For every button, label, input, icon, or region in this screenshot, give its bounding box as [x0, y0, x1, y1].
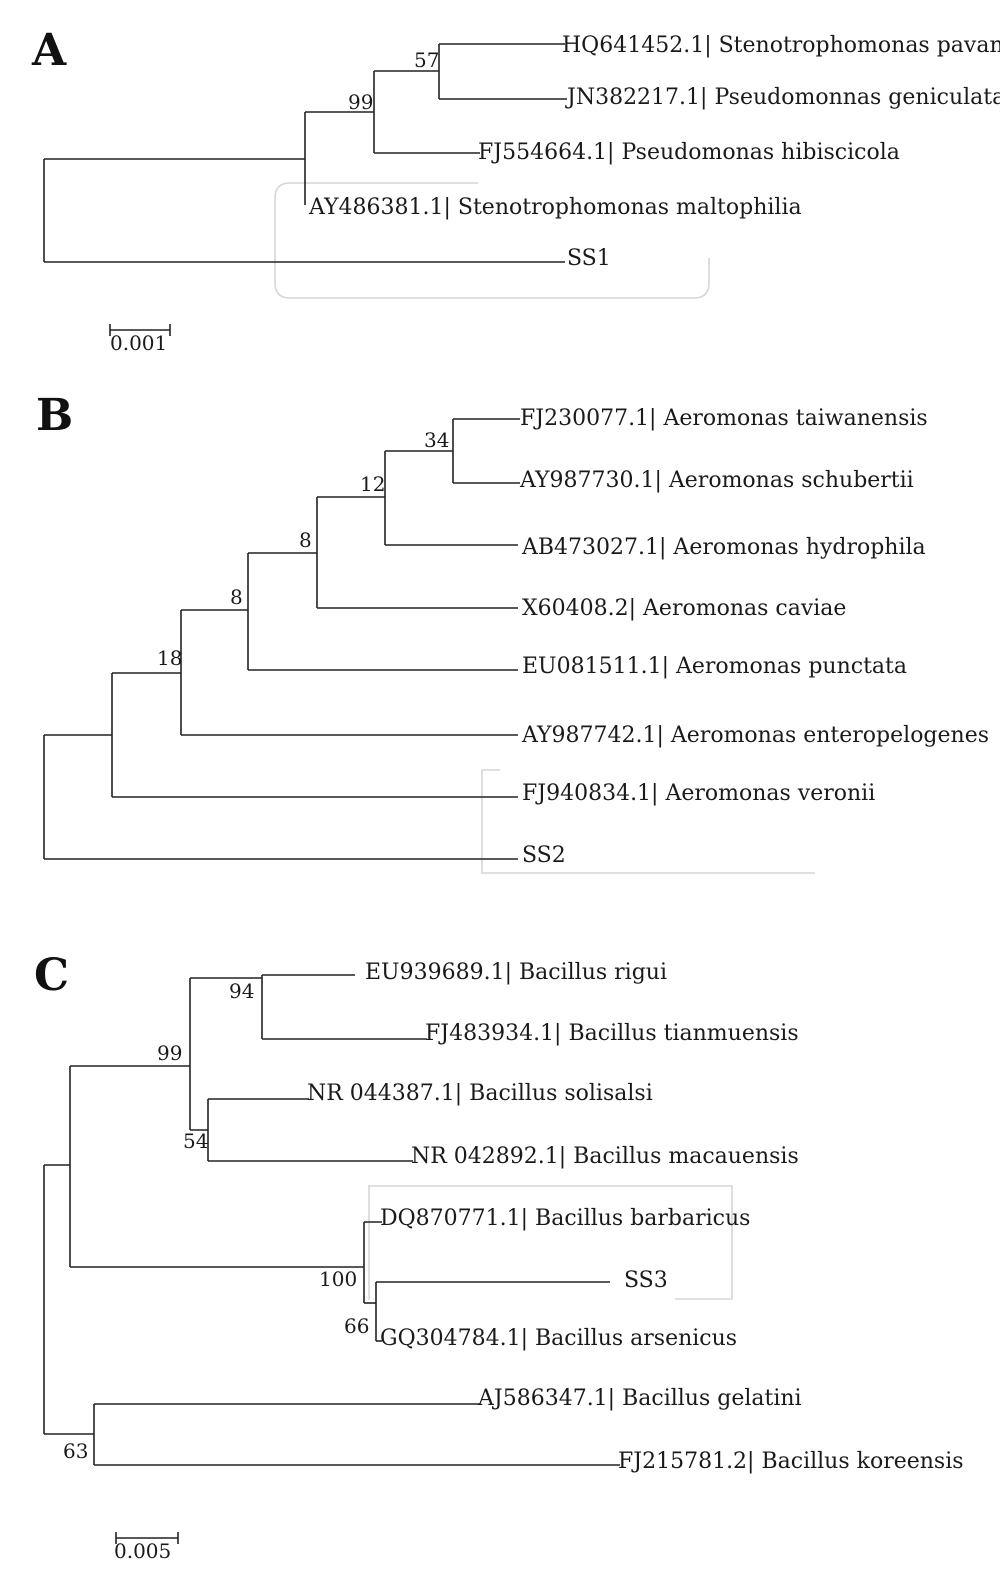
panel-b-highlight-box	[481, 769, 815, 874]
taxon-label: AY486381.1| Stenotrophomonas maltophilia	[308, 195, 802, 220]
bootstrap-value: 99	[157, 1041, 182, 1065]
taxon-label: EU081511.1| Aeromonas punctata	[522, 654, 907, 679]
panel-c-highlight-box	[368, 1185, 733, 1300]
bootstrap-value: 18	[157, 646, 182, 670]
taxon-label: NR 044387.1| Bacillus solisalsi	[307, 1081, 653, 1106]
taxon-label: SS1	[567, 246, 611, 271]
scale-bar: 0.001	[109, 324, 171, 355]
taxon-label: JN382217.1| Pseudomonnas geniculata	[565, 85, 1000, 110]
panel-c: C 94 99 54 100 66 63 EU	[34, 950, 964, 1563]
bootstrap-value: 54	[183, 1129, 208, 1153]
taxon-label: FJ230077.1| Aeromonas taiwanensis	[520, 406, 928, 431]
bootstrap-value: 8	[299, 528, 312, 552]
bootstrap-value: 57	[414, 48, 439, 72]
bootstrap-value: 100	[319, 1267, 357, 1291]
bootstrap-value: 34	[424, 428, 449, 452]
taxon-label: SS3	[624, 1268, 668, 1293]
taxon-label: AJ586347.1| Bacillus gelatini	[477, 1386, 802, 1411]
taxon-label: FJ940834.1| Aeromonas veronii	[522, 781, 875, 806]
bootstrap-value: 99	[348, 90, 373, 114]
taxon-label: X60408.2| Aeromonas caviae	[522, 596, 846, 621]
panel-c-label: C	[34, 950, 69, 1001]
panel-b-label: B	[36, 390, 73, 441]
bootstrap-value: 8	[230, 585, 243, 609]
taxon-label: AB473027.1| Aeromonas hydrophila	[521, 535, 926, 560]
bootstrap-value: 94	[229, 979, 254, 1003]
bootstrap-value: 66	[344, 1314, 369, 1338]
taxon-label: FJ554664.1| Pseudomonas hibiscicola	[478, 140, 900, 165]
taxon-label: DQ870771.1| Bacillus barbaricus	[380, 1206, 750, 1231]
taxon-label: FJ215781.2| Bacillus koreensis	[618, 1449, 964, 1474]
taxon-label: FJ483934.1| Bacillus tianmuensis	[425, 1021, 799, 1046]
taxon-label: AY987730.1| Aeromonas schubertii	[519, 468, 914, 493]
panel-a-label: A	[31, 25, 67, 76]
taxon-label: NR 042892.1| Bacillus macauensis	[411, 1144, 799, 1169]
scale-bar-label: 0.001	[110, 331, 167, 355]
bootstrap-value: 12	[360, 472, 385, 496]
bootstrap-value: 63	[63, 1439, 88, 1463]
taxon-label: SS2	[522, 843, 566, 868]
taxon-label: GQ304784.1| Bacillus arsenicus	[380, 1326, 737, 1351]
panel-b: B 34 12 8 8 18 FJ230077.1| Aeromonas tai…	[36, 390, 989, 874]
scale-bar: 0.005	[114, 1532, 179, 1563]
taxon-label: AY987742.1| Aeromonas enteropelogenes	[521, 723, 989, 748]
scale-bar-label: 0.005	[114, 1539, 171, 1563]
panel-a-highlight-box	[274, 182, 710, 299]
taxon-label: HQ641452.1| Stenotrophomonas pavanii	[562, 33, 1000, 58]
panel-a: A 57 99 HQ641452.1| Stenotrophomonas pav…	[31, 25, 1000, 355]
taxon-label: EU939689.1| Bacillus rigui	[365, 960, 667, 985]
